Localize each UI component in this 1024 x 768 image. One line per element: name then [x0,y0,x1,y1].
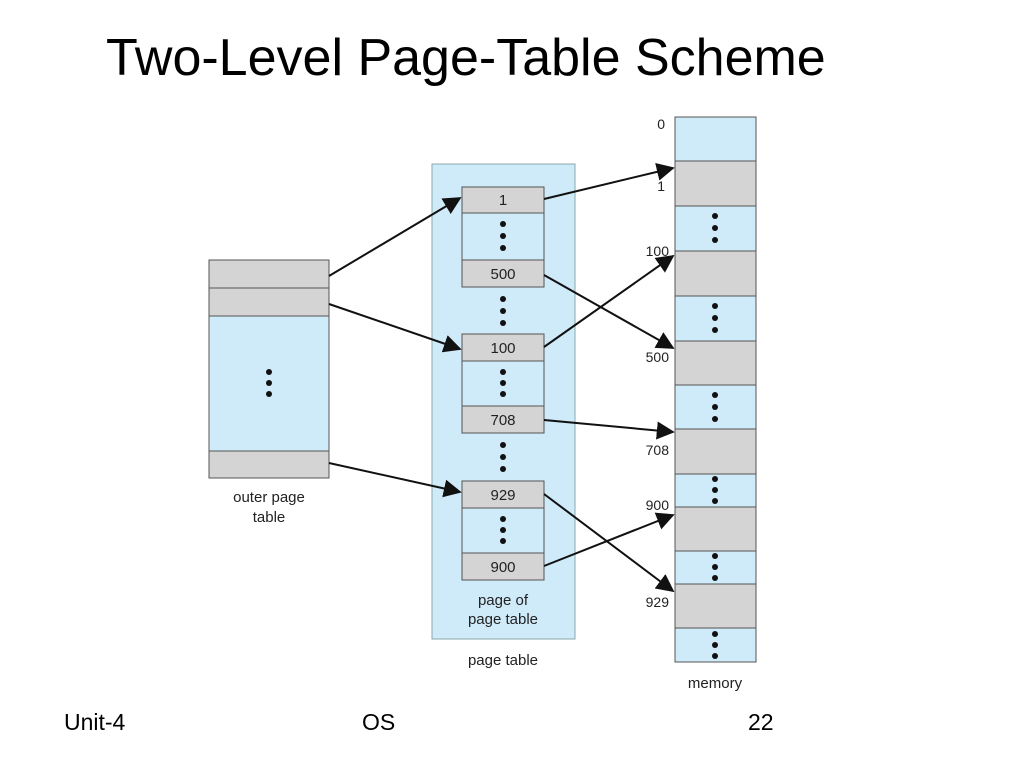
arrow-entry500-to-mem500 [543,274,675,349]
entry-label-500: 500 [490,266,515,283]
arrow-entry100-to-mem100 [543,254,675,348]
pt-entry-100 [461,333,545,362]
footer-page-number: 22 [748,709,774,735]
mem-frame-100 [674,250,757,297]
slide-title: Two-Level Page-Table Scheme [106,29,826,87]
outer-page-table [208,259,330,479]
entry-label-900: 900 [490,559,515,576]
mem-addr-708: 708 [646,442,670,458]
arrow-outer1-to-pt2 [328,303,462,353]
arrow-entry1-to-mem1 [543,163,675,200]
outer-page-table-label-line2: table [253,509,286,526]
pt-entry-1 [461,186,545,214]
entry-label-929: 929 [490,487,515,504]
pt-entry-900 [461,552,545,581]
mem-frame-1 [674,160,757,207]
page-table-block-1 [461,186,545,288]
page-of-page-table-label-line2: page table [468,611,538,628]
arrow-entry900-to-mem900 [543,512,675,567]
outer-entry-0 [208,259,330,289]
outer-entry-last [208,450,330,479]
pt-entry-500 [461,259,545,288]
arrow-entry708-to-mem708 [543,419,675,440]
footer-course: OS [362,709,396,735]
arrow-outerlast-to-pt3 [328,462,462,498]
mem-addr-0: 0 [657,116,665,132]
footer-unit: Unit-4 [64,709,126,735]
arrows [328,163,675,593]
pt-entry-929 [461,480,545,509]
mem-frame-500 [674,340,757,386]
memory-label: memory [688,675,743,692]
outer-page-table-label-line1: outer page [233,489,305,506]
mem-frame-929 [674,583,757,629]
page-table-block-3 [461,480,545,581]
arrow-outer0-to-pt1 [328,197,462,277]
entry-label-708: 708 [490,412,515,429]
ellipsis-between-2-3 [500,442,506,472]
outer-entry-1 [208,287,330,317]
mem-addr-1: 1 [657,178,665,194]
page-table-block-2 [461,333,545,434]
mem-addr-100: 100 [646,243,670,259]
mem-addr-500: 500 [646,349,670,365]
mem-frame-900 [674,506,757,552]
memory-column [674,116,757,663]
ellipsis-between-1-2 [500,296,506,326]
entry-label-1: 1 [499,192,507,209]
page-table-label: page table [468,652,538,669]
entry-label-100: 100 [490,340,515,357]
page-of-page-table-label-line1: page of [478,592,529,609]
mem-addr-900: 900 [646,497,670,513]
arrow-entry929-to-mem929 [543,493,675,593]
pt-entry-708 [461,405,545,434]
mem-addr-929: 929 [646,594,670,610]
outer-ellipsis [266,369,272,397]
mem-frame-708 [674,428,757,475]
